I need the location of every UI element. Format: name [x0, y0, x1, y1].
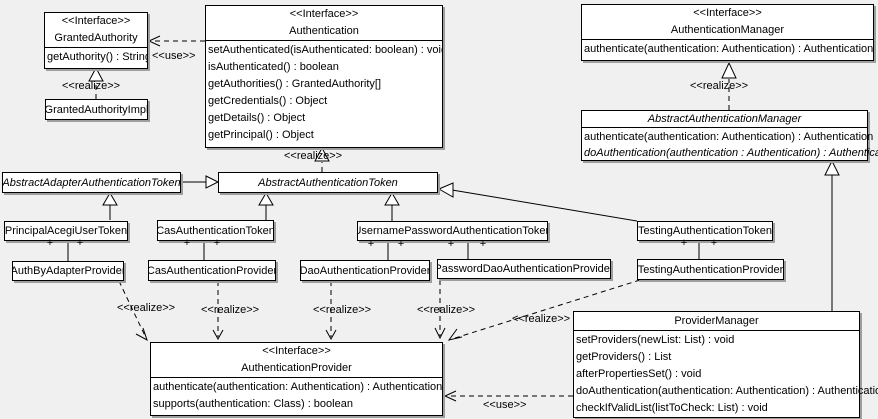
class-name: AuthenticationProvider — [241, 362, 352, 374]
method: getAuthorities() : GrantedAuthority[] — [208, 78, 382, 90]
method: supports(authentication: Class) : boolea… — [153, 398, 353, 410]
class-authenticationmanager[interactable]: <<Interface>> AuthenticationManager auth… — [581, 4, 874, 61]
method: doAuthentication(authentication : Authen… — [584, 147, 878, 159]
edge-realize-authbyadapterprovider — [118, 280, 147, 339]
class-name: GrantedAuthorityImpl — [45, 103, 148, 116]
class-providermanager[interactable]: ProviderManager setProviders(newList: Li… — [573, 311, 878, 418]
class-name: AbstractAuthenticationManager — [647, 113, 802, 125]
method: afterPropertiesSet() : void — [576, 368, 702, 380]
class-authenticationprovider[interactable]: <<Interface>> AuthenticationProvider aut… — [150, 342, 443, 416]
edge-realize-testingprovider — [451, 279, 641, 340]
arrowhead-triangle-authentication — [314, 146, 330, 162]
arrowhead-open-cas — [212, 329, 224, 341]
class-abstractadapterauthenticationtoken[interactable]: AbstractAdapterAuthenticationToken — [2, 172, 181, 193]
class-stereotype: <<Interface>> — [693, 7, 762, 19]
class-daoauthenticationprovider[interactable]: DaoAuthenticationProvider — [300, 260, 430, 281]
arrowhead-triangle-abstracttoken-left — [205, 175, 220, 189]
class-stereotype: <<Interface>> — [262, 345, 331, 357]
edge-label-realize-testing: <<realize>> — [512, 313, 571, 325]
method: authenticate(authentication: Authenticat… — [153, 381, 442, 393]
arrowhead-triangle-abstracttoken-cas — [258, 192, 274, 206]
edge-label-use-authenticationprovider: <<use>> — [483, 399, 527, 411]
class-grantedauthorityimpl[interactable]: GrantedAuthorityImpl — [45, 99, 148, 120]
arrowhead-open-dao — [325, 329, 337, 341]
method: isAuthenticated() : boolean — [208, 61, 339, 73]
arrowhead-triangle-grantedauthority — [88, 66, 104, 82]
class-name: PasswordDaoAuthenticationProvider — [437, 263, 611, 275]
multiplicity-plus: + — [213, 237, 221, 249]
arrowhead-triangle-abstractauthmanager — [824, 159, 840, 176]
class-name: UsernamePasswordAuthenticationToken — [357, 225, 548, 237]
method: checkIfValidList(listToCheck: List) : vo… — [576, 402, 768, 414]
class-passworddaoauthenticationprovider[interactable]: PasswordDaoAuthenticationProvider — [437, 259, 611, 279]
method: setAuthenticated(isAuthenticated: boolea… — [208, 44, 442, 56]
method: setProviders(newList: List) : void — [576, 334, 735, 346]
arrowhead-triangle-abstracttoken-right — [437, 182, 454, 198]
class-abstractauthenticationmanager[interactable]: AbstractAuthenticationManager authentica… — [581, 110, 878, 161]
class-authentication[interactable]: <<Interface>> Authentication setAuthenti… — [205, 5, 443, 148]
method: authenticate(authentication: Authenticat… — [584, 131, 874, 143]
class-stereotype: <<Interface>> — [289, 8, 359, 20]
class-name: Authentication — [289, 25, 359, 37]
class-name: AbstractAuthenticationToken — [258, 176, 398, 189]
class-name: AuthByAdapterProvider — [12, 265, 124, 277]
edge-label-realize-authenticationmanager: <<realize>> — [690, 80, 749, 92]
multiplicity-plus: + — [397, 238, 405, 250]
method: doAuthentication(authentication: Authent… — [576, 385, 878, 397]
edge-label-realize-authbyadapter: <<realize>> — [117, 302, 176, 314]
arrowhead-open-authbyadapter — [135, 327, 148, 342]
multiplicity-plus: + — [710, 237, 718, 249]
class-name: ProviderManager — [674, 315, 759, 327]
edge-label-realize-dao: <<realize>> — [313, 304, 372, 316]
method: getAuthority() : String — [47, 51, 147, 63]
multiplicity-plus: + — [479, 238, 487, 250]
class-name: GrantedAuthority — [54, 32, 138, 44]
class-name: PrincipalAcegiUserToken — [4, 225, 128, 237]
arrowhead-open-use-grantedauthority — [147, 35, 161, 47]
method: getDetails() : Object — [208, 112, 306, 124]
class-testingauthenticationprovider[interactable]: TestingAuthenticationProvider — [637, 259, 784, 280]
class-principalacegiusertoken[interactable]: PrincipalAcegiUserToken — [4, 221, 128, 241]
arrowhead-triangle-authenticationmanager — [721, 61, 737, 79]
class-grantedauthority[interactable]: <<Interface>> GrantedAuthority getAuthor… — [44, 12, 148, 69]
class-name: TestingAuthenticationToken — [638, 225, 772, 237]
class-casauthenticationprovider[interactable]: CasAuthenticationProvider — [148, 260, 276, 281]
edge-label-realize-cas: <<realize>> — [201, 304, 260, 316]
method: getCredentials() : Object — [208, 95, 328, 107]
arrowhead-open-testing — [447, 328, 463, 341]
class-name: AuthenticationManager — [670, 24, 785, 36]
arrowhead-triangle-abstracttoken-userpwd — [384, 192, 400, 206]
multiplicity-plus: + — [46, 237, 54, 249]
multiplicity-plus: + — [76, 237, 84, 249]
multiplicity-plus: + — [680, 237, 688, 249]
multiplicity-plus: + — [447, 238, 455, 250]
edge-label-use-grantedauthority: <<use>> — [152, 50, 196, 62]
edge-label-realize-passworddao: <<realize>> — [417, 304, 476, 316]
class-name: DaoAuthenticationProvider — [300, 264, 430, 277]
multiplicity-plus: + — [183, 237, 191, 249]
class-usernamepasswordauthenticationtoken[interactable]: UsernamePasswordAuthenticationToken — [357, 221, 548, 241]
edge-label-realize-authentication: <<realize>> — [284, 150, 343, 162]
class-name: CasAuthenticationProvider — [148, 264, 276, 277]
edge-gen-testingtoken — [451, 189, 638, 222]
method: getProviders() : List — [576, 351, 672, 363]
class-abstractauthenticationtoken[interactable]: AbstractAuthenticationToken — [218, 172, 438, 193]
arrowhead-open-use-authprovider — [443, 390, 457, 402]
class-name: AbstractAdapterAuthenticationToken — [2, 176, 181, 189]
class-testingauthenticationtoken[interactable]: TestingAuthenticationToken — [637, 221, 773, 241]
class-authbyadapterprovider[interactable]: AuthByAdapterProvider — [12, 261, 124, 281]
edge-label-realize-grantedauthority: <<realize>> — [62, 80, 121, 92]
class-name: TestingAuthenticationProvider — [637, 263, 784, 276]
method: getPrincipal() : Object — [208, 129, 314, 141]
arrowhead-open-passworddao — [434, 327, 446, 340]
method: authenticate(authentication: Authenticat… — [584, 43, 873, 55]
class-name: CasAuthenticationToken — [157, 224, 274, 237]
arrowhead-triangle-abstractadapter — [102, 192, 118, 206]
class-casauthenticationtoken[interactable]: CasAuthenticationToken — [157, 220, 274, 241]
class-stereotype: <<Interface>> — [61, 15, 131, 27]
multiplicity-plus: + — [367, 238, 375, 250]
